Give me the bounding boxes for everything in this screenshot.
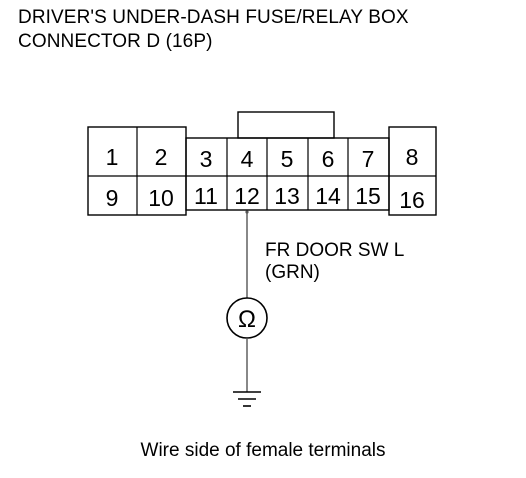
terminal-6: 6	[322, 146, 335, 172]
terminal-10: 10	[148, 185, 174, 211]
terminal-labels-top: 1 2 3 4 5 6 7 8	[106, 144, 419, 172]
ohmmeter: Ω	[226, 297, 268, 339]
terminal-13: 13	[274, 183, 300, 209]
terminal-12: 12	[234, 183, 260, 209]
terminal-15: 15	[355, 183, 381, 209]
terminal-2: 2	[155, 144, 168, 170]
terminal-1: 1	[106, 144, 119, 170]
connector-right-block	[388, 126, 437, 216]
terminal-7: 7	[362, 146, 375, 172]
diagram-title-line-2: CONNECTOR D (16P)	[18, 31, 213, 52]
terminal-5: 5	[281, 146, 294, 172]
terminal-4: 4	[241, 146, 254, 172]
terminal-14: 14	[315, 183, 341, 209]
wire-label: FR DOOR SW L	[265, 240, 404, 261]
diagram-title-line-1: DRIVER'S UNDER-DASH FUSE/RELAY BOX	[18, 7, 409, 28]
ohm-symbol-icon: Ω	[238, 306, 256, 333]
terminal-9: 9	[106, 185, 119, 211]
ground-icon	[233, 391, 261, 407]
wire-color: (GRN)	[265, 262, 320, 283]
terminal-8: 8	[406, 144, 419, 170]
terminal-labels-bottom: 9 10 11 12 13 14 15 16	[106, 183, 425, 213]
connector-body	[87, 111, 437, 216]
connector-latch	[237, 111, 335, 139]
terminal-11: 11	[194, 183, 218, 209]
diagram-caption: Wire side of female terminals	[140, 440, 386, 461]
probe-wire-dot	[245, 210, 249, 214]
connector-grid-lines	[88, 127, 436, 215]
terminal-3: 3	[200, 146, 213, 172]
terminal-16: 16	[399, 187, 425, 213]
